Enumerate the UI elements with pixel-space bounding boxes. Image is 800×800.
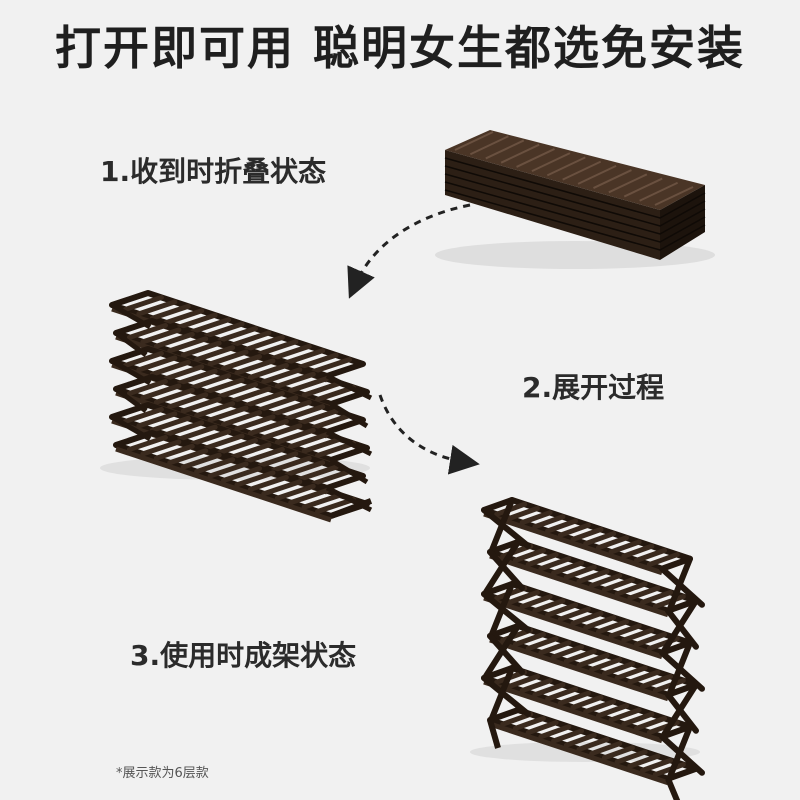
model-note: *展示款为6层款 <box>116 766 209 781</box>
arrow-unfolding-to-assembled <box>378 394 480 475</box>
step-folded-label: 1.收到时折叠状态 <box>100 155 327 188</box>
folded-rack-image <box>435 130 715 269</box>
assembled-rack-image <box>470 497 705 800</box>
unfolding-rack-image <box>100 290 373 523</box>
step-unfolding-label: 2.展开过程 <box>522 371 665 404</box>
arrow-folded-to-unfolding <box>347 203 471 299</box>
step-assembled-label: 3.使用时成架状态 <box>130 639 357 672</box>
page-title: 打开即可用 聪明女生都选免安装 <box>54 21 745 75</box>
